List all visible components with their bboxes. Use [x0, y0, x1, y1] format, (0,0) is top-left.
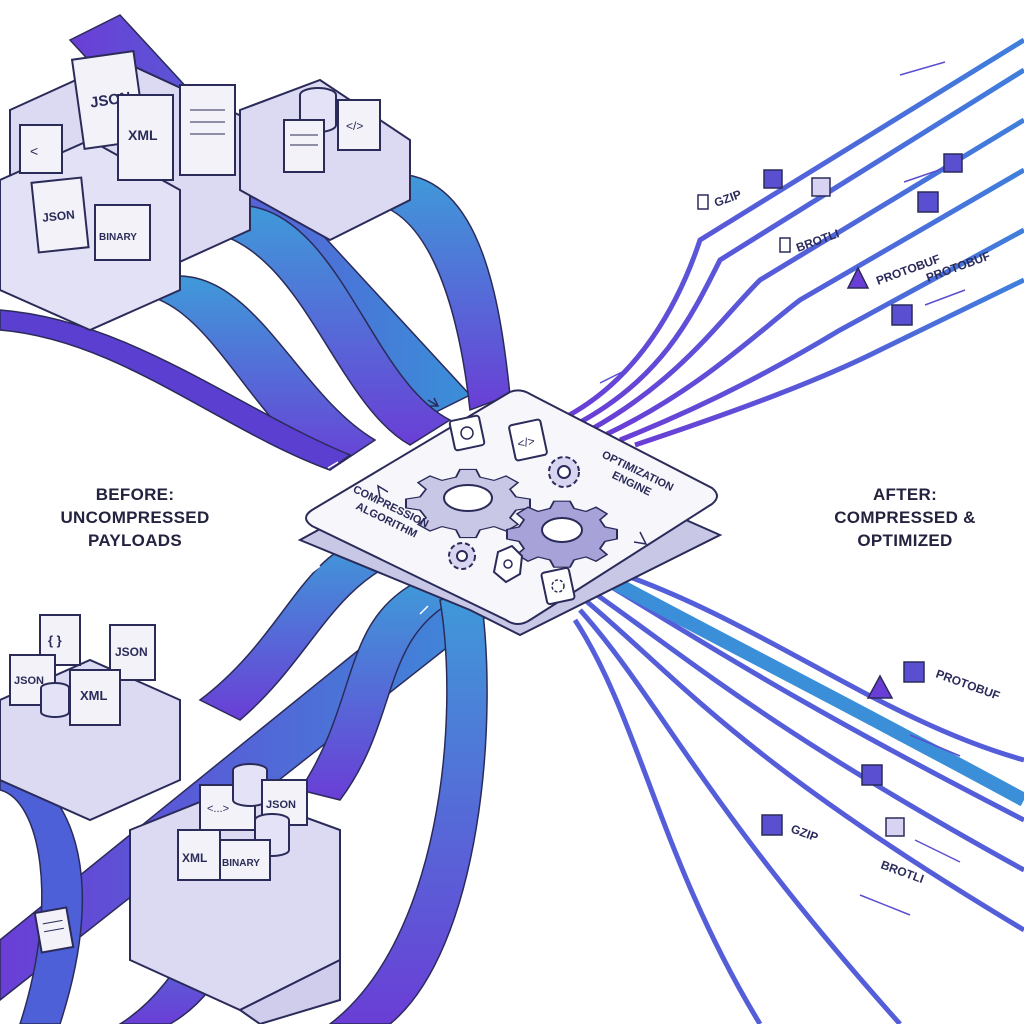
svg-text:<...>: <...> [207, 803, 229, 815]
gear-icon [448, 542, 476, 570]
flow-arrow [419, 605, 429, 615]
cube-icon [891, 304, 913, 326]
refresh-arrow-icon [376, 484, 389, 499]
after-label-line3: OPTIMIZED [857, 531, 953, 550]
gzip-cube-icon [763, 169, 783, 189]
svg-text:JSON: JSON [115, 645, 148, 659]
svg-text:</>: </> [516, 434, 536, 451]
gzip-label: GZIP [712, 187, 743, 210]
uncompressed-bins-bottom: { } JSON JSON XML <...> JSON [0, 614, 341, 1024]
wire [583, 598, 1024, 933]
stream-band [189, 204, 452, 446]
cube-icon [943, 153, 963, 173]
json-file-icon: JSON [9, 654, 56, 706]
optimization-engine: </> COMPRESSION ALGORITHM OPTIMIZATION E… [297, 389, 723, 637]
wire [588, 117, 1024, 433]
database-icon [40, 682, 70, 718]
shield-icon [492, 544, 524, 584]
gear-icon [405, 468, 531, 539]
settings-doc-icon [540, 566, 576, 606]
before-label-line3: PAYLOADS [87, 531, 183, 550]
outgoing-wires-top [558, 37, 1024, 448]
svg-text:{ }: { } [48, 633, 62, 648]
wire [578, 608, 902, 1024]
wire [609, 567, 1024, 763]
wire-flow-arrows-top [599, 61, 966, 384]
svg-text:JSON: JSON [266, 799, 296, 811]
stream-band [0, 309, 352, 471]
wire [603, 167, 1024, 438]
database-icon [232, 763, 268, 807]
format-tag-icon [779, 237, 791, 253]
refresh-arrow-icon [633, 531, 648, 545]
svg-text:JSON: JSON [41, 207, 75, 224]
wire [619, 227, 1024, 443]
before-label: BEFORE: UNCOMPRESSED PAYLOADS [30, 483, 240, 552]
flow-arrow [311, 565, 321, 573]
document-icon [33, 906, 75, 954]
cube-icon [885, 817, 905, 837]
before-label-line1: BEFORE: [95, 485, 175, 504]
flow-arrow [363, 577, 373, 587]
xml-file-icon: XML [177, 829, 221, 881]
wire [572, 618, 763, 1024]
svg-text:<: < [30, 143, 38, 159]
stream-band [99, 275, 377, 471]
wire [634, 277, 1024, 448]
after-label: AFTER: COMPRESSED & OPTIMIZED [800, 483, 1010, 552]
after-label-line1: AFTER: [872, 485, 938, 504]
svg-text:BINARY: BINARY [222, 858, 260, 869]
format-tag-icon [697, 194, 709, 210]
gzip-label: GZIP [789, 822, 820, 845]
code-file-icon: </> [337, 99, 381, 151]
svg-text:JSON: JSON [14, 675, 44, 687]
gear-icon [548, 456, 580, 488]
wire [558, 37, 1024, 423]
cube-icon [903, 661, 925, 683]
pyramid-icon [846, 266, 870, 289]
code-file-icon: < [19, 124, 63, 174]
wire [596, 568, 1024, 807]
cloud-chip-icon [448, 414, 486, 452]
protobuf-label: PROTOBUF [934, 667, 1002, 703]
brotli-label: BROTLI [794, 226, 841, 254]
brotli-cube-icon [811, 177, 831, 197]
uncompressed-bins-top: JSON XML JSON BINARY </> [0, 49, 411, 332]
json-file-icon: JSON [30, 176, 90, 254]
bin-box [238, 958, 341, 1024]
before-label-line2: UNCOMPRESSED [60, 508, 210, 527]
cube-icon [861, 764, 883, 786]
after-label-line2: COMPRESSED & [834, 508, 976, 527]
flow-arrow [377, 429, 389, 437]
pyramid-icon [866, 674, 894, 699]
document-icon [283, 119, 325, 173]
outgoing-wires-bottom [572, 567, 1024, 1024]
svg-text:XML: XML [128, 127, 158, 143]
binary-file-icon: BINARY [94, 204, 151, 261]
svg-text:BINARY: BINARY [99, 232, 137, 243]
gzip-cube-icon [761, 814, 783, 836]
flow-arrow [327, 461, 339, 469]
wire-flow-arrows-bottom [859, 734, 961, 916]
svg-text:XML: XML [80, 688, 108, 703]
svg-text:</>: </> [346, 119, 363, 133]
gear-icon [506, 500, 618, 568]
format-badges-bottom: PROTOBUF GZIP BROTLI [761, 661, 1002, 886]
code-icon: </> [508, 418, 548, 462]
flow-arrow [427, 397, 440, 407]
svg-text:XML: XML [182, 851, 207, 865]
xml-file-icon: XML [117, 94, 174, 181]
binary-file-icon: BINARY [219, 839, 271, 881]
wire [573, 67, 1024, 428]
wire [588, 587, 1024, 873]
cube-icon [917, 191, 939, 213]
document-icon [179, 84, 236, 176]
xml-file-icon: XML [69, 669, 121, 726]
